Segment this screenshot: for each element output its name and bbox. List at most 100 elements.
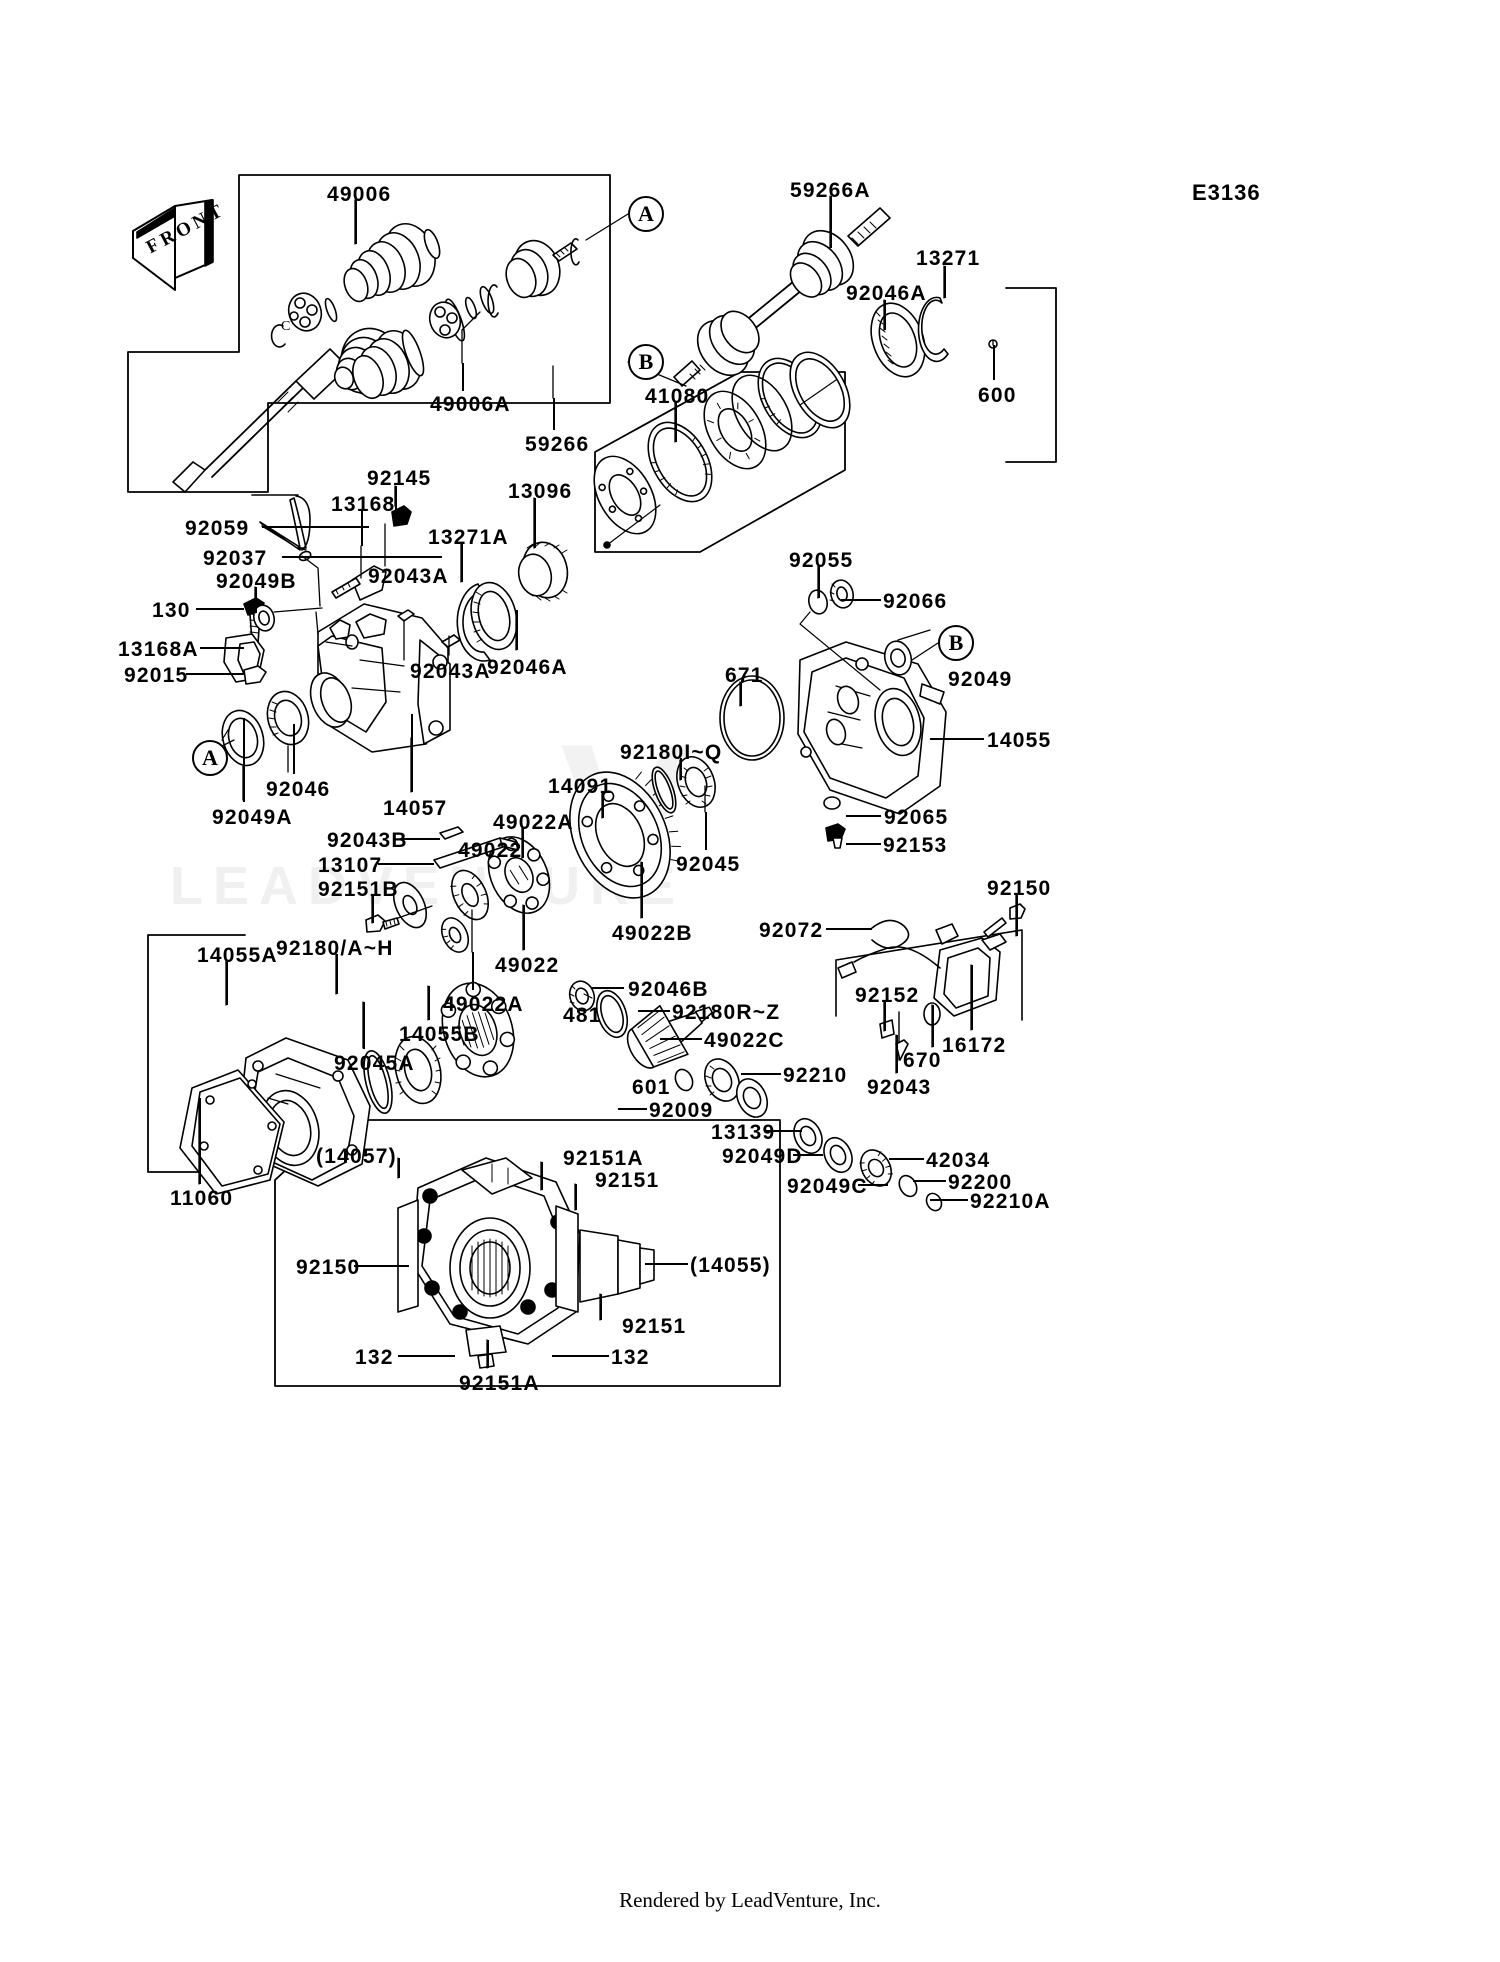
part-label-14055B: 14055B — [399, 1023, 480, 1046]
leader-132l — [398, 1355, 455, 1357]
leader-92046A-m — [516, 610, 518, 650]
leader-14055A — [226, 961, 228, 1005]
leader-59266 — [553, 398, 555, 430]
part-label-14091: 14091 — [548, 775, 613, 798]
leader-14057 — [411, 714, 413, 792]
part-label-92045A: 92045A — [334, 1052, 415, 1075]
gasket-11060 — [180, 1070, 284, 1194]
leader-16172 — [971, 965, 973, 1030]
leader-92009 — [618, 1108, 647, 1110]
sheet-code: E3136 — [1192, 180, 1261, 205]
cv-joint-assembly-left: C — [173, 217, 579, 492]
part-label-49006: 49006 — [327, 183, 392, 206]
part-label-92151A-up: 92151A — [563, 1147, 644, 1170]
coupling-sleeve-13096 — [514, 538, 573, 603]
part-label-42034: 42034 — [926, 1149, 991, 1172]
ring-gear-14091 — [550, 752, 698, 915]
part-label-13096: 13096 — [508, 480, 573, 503]
leader-92210 — [741, 1073, 781, 1075]
leader-13271A — [461, 544, 463, 582]
part-label-92066: 92066 — [883, 590, 948, 613]
part-label-92049A: 92049A — [212, 806, 293, 829]
box-41080-group — [595, 372, 845, 552]
leader-13168 — [361, 510, 363, 546]
switch-16172 — [838, 904, 1025, 1060]
ring-gear-13271A — [457, 578, 523, 661]
drain-plug-set — [824, 797, 845, 848]
part-label-600: 600 — [978, 384, 1017, 407]
part-label-670: 670 — [903, 1049, 942, 1072]
part-label-92152: 92152 — [855, 984, 920, 1007]
part-label-11060: 11060 — [170, 1187, 234, 1210]
leader-13271 — [944, 266, 946, 298]
boot-upper — [340, 217, 444, 305]
part-label-14055: 14055 — [987, 729, 1052, 752]
part-label-59266A: 59266A — [790, 179, 871, 202]
callout-A: A — [628, 196, 664, 232]
leader-92015 — [186, 673, 244, 675]
leader-132r — [552, 1355, 609, 1357]
part-label-14057: 14057 — [383, 797, 448, 820]
leader-92151B — [372, 895, 374, 923]
leader-92049D — [793, 1154, 823, 1156]
leader-670 — [932, 1005, 934, 1047]
leader-92049A — [243, 718, 245, 802]
part-label-92151: 92151 — [595, 1169, 660, 1192]
bevel-gear-housing-14057 — [304, 604, 450, 752]
part-label-92200: 92200 — [948, 1171, 1013, 1194]
leader-92055 — [818, 566, 820, 598]
leader-92046A-t — [884, 300, 886, 330]
leader-92150b — [354, 1265, 409, 1267]
leader-600 — [993, 345, 995, 380]
footer-credit: Rendered by LeadVenture, Inc. — [619, 1888, 881, 1912]
ring-gear-set-top — [862, 296, 997, 385]
leader-92151lo — [600, 1294, 602, 1320]
box-16172-group — [836, 930, 1022, 1020]
pinion-shaft-assembly — [566, 978, 944, 1213]
part-label-13168: 13168 — [331, 493, 396, 516]
leader-49006 — [355, 200, 357, 244]
leader-41080 — [675, 402, 677, 442]
shaft-13107 — [434, 827, 518, 868]
leader-92180RZ — [638, 1010, 670, 1012]
part-label-130: 130 — [152, 599, 191, 622]
part-label-92210A: 92210A — [970, 1190, 1051, 1213]
leader-13096 — [534, 498, 536, 548]
part-label-92059: 92059 — [185, 517, 250, 540]
part-label-49022B: 49022B — [612, 922, 693, 945]
leader-11060 — [199, 1098, 201, 1184]
part-label-13271: 13271 — [916, 247, 981, 270]
part-label-92046A-top: 92046A — [846, 282, 927, 305]
part-label-92072: 92072 — [759, 919, 824, 942]
bearing-set-92045A — [359, 1032, 448, 1116]
part-label-13168A: 13168A — [118, 638, 199, 661]
part-label-92150-r: 92150 — [987, 877, 1052, 900]
part-label-92015: 92015 — [124, 664, 189, 687]
part-label-49022A-lo: 49022A — [443, 993, 524, 1016]
part-label-92049D: 92049D — [722, 1145, 803, 1168]
part-label-92043A-up: 92043A — [368, 565, 449, 588]
part-label-13107: 13107 — [318, 854, 383, 877]
leader-13168A — [200, 647, 244, 649]
part-label-92049: 92049 — [948, 668, 1013, 691]
leader-92037 — [282, 556, 442, 558]
leader-92049C — [858, 1184, 888, 1186]
part-label-49006A: 49006A — [430, 393, 511, 416]
part-label-481: 481 — [563, 1004, 602, 1027]
part-label-13139: 13139 — [711, 1121, 776, 1144]
driveshaft-assembly — [674, 208, 890, 386]
leader-13139 — [764, 1130, 802, 1132]
leader-59266A — [830, 196, 832, 248]
part-label-16172: 16172 — [942, 1034, 1007, 1057]
leader-49022A-l — [472, 952, 474, 990]
leader-49022-l — [523, 905, 525, 950]
part-label-14057p: (14057) — [316, 1145, 397, 1168]
part-label-92037: 92037 — [203, 547, 268, 570]
part-label-49022-up: 49022 — [458, 839, 523, 862]
leader-92049B — [255, 587, 257, 613]
leader-14055p — [645, 1263, 688, 1265]
part-label-92055: 92055 — [789, 549, 854, 572]
part-label-92065: 92065 — [884, 806, 949, 829]
leader-49022A-u — [522, 828, 524, 858]
